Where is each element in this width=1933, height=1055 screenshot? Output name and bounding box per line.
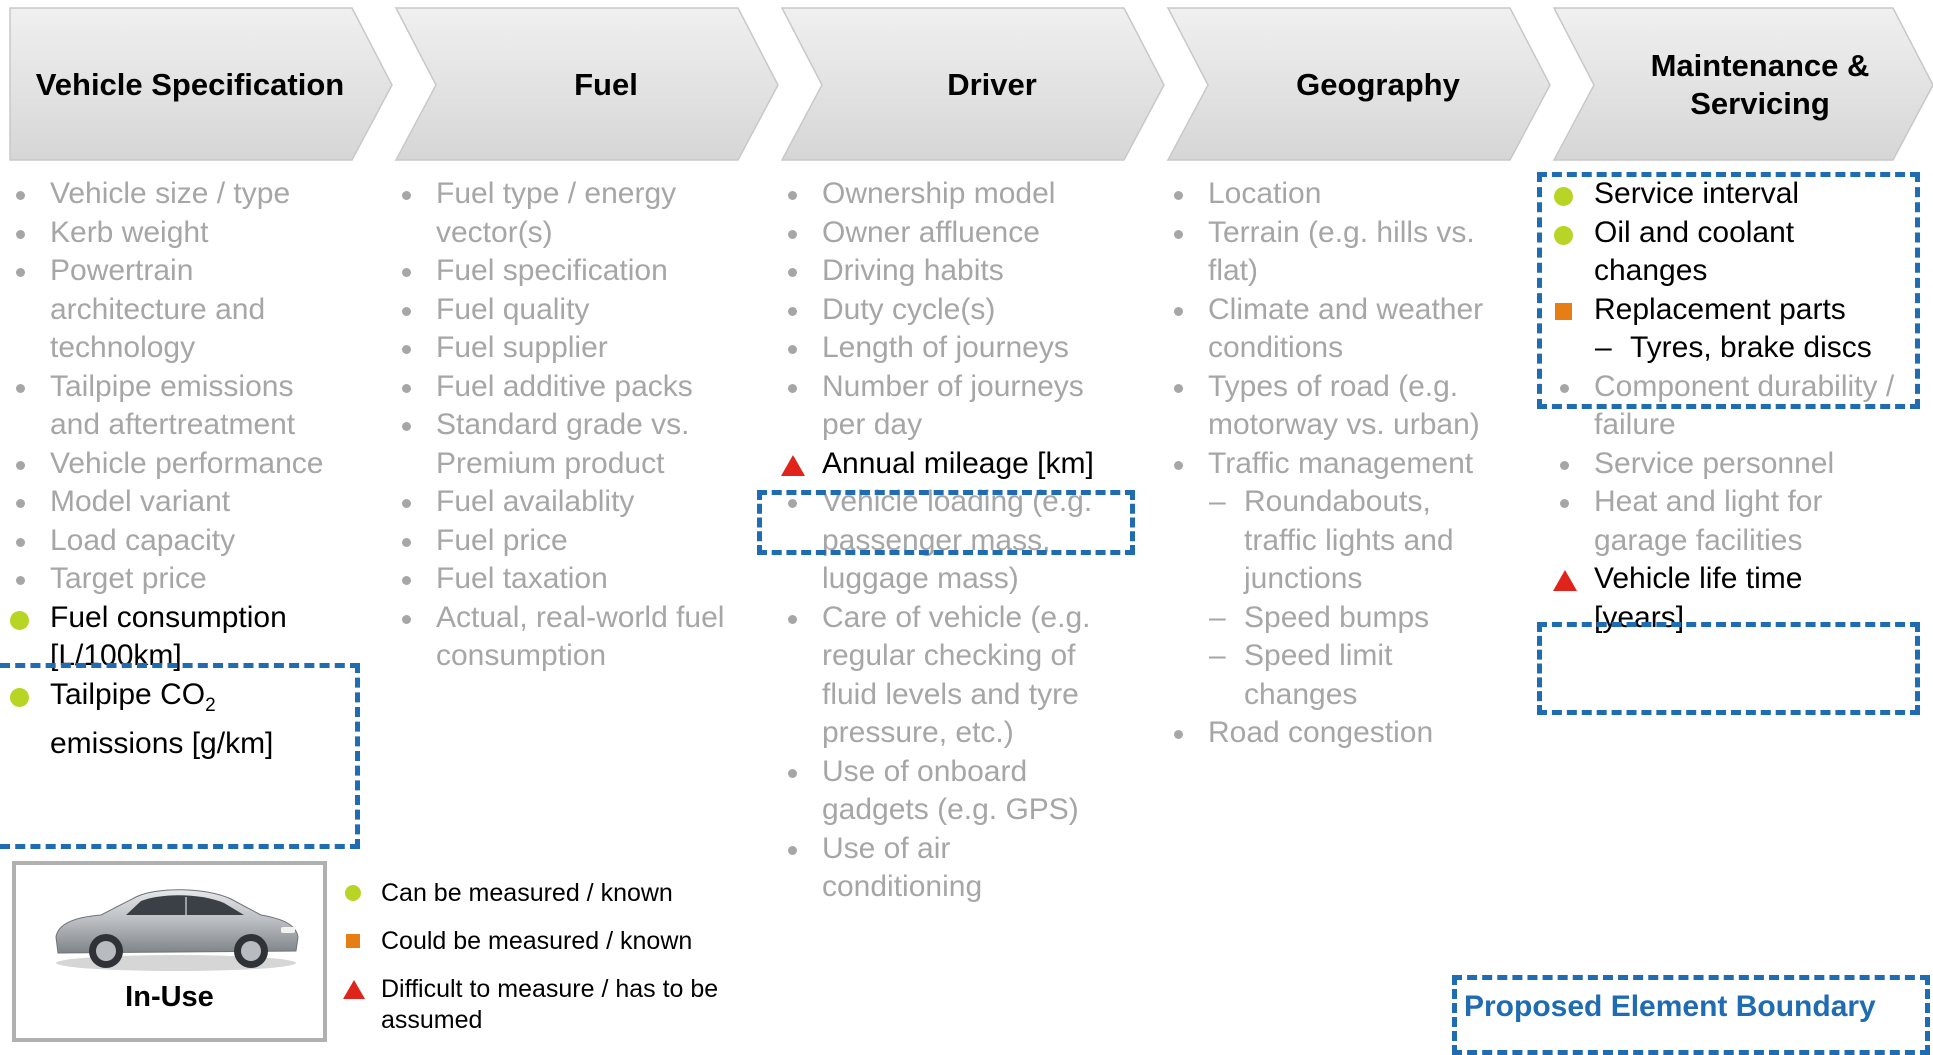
- legend-item-orange: Could be measured / known: [345, 926, 761, 957]
- list-item: Kerb weight: [10, 214, 350, 253]
- list-item: Owner affluence: [782, 214, 1132, 253]
- process-chevrons: [9, 7, 1933, 161]
- geography-list: Location Terrain (e.g. hills vs. flat) C…: [1168, 175, 1518, 753]
- annual-mileage-item: Annual mileage [km]: [781, 445, 1132, 484]
- orange-square-icon: [346, 934, 360, 948]
- list-item: Types of road (e.g. motorway vs. urban): [1168, 368, 1538, 445]
- header-geography: Geography: [1296, 67, 1460, 102]
- sub-list-item: –Roundabouts, traffic lights and junctio…: [1209, 485, 1454, 595]
- list-item: Fuel additive packs: [396, 368, 746, 407]
- replacement-parts-item: Replacement parts: [1554, 291, 1924, 330]
- list-item: Standard grade vs. Premium product: [396, 406, 756, 483]
- element-boundary-maintenance-bottom: [1537, 622, 1920, 715]
- header-fuel: Fuel: [574, 67, 638, 102]
- header-maintenance: Maintenance & Servicing: [1650, 48, 1870, 121]
- chevron-geography: [1166, 7, 1551, 161]
- red-triangle-icon: [343, 980, 365, 999]
- list-item: Duty cycle(s): [782, 291, 1132, 330]
- chevron-maintenance: [1552, 7, 1933, 161]
- in-use-label: In-Use: [125, 981, 214, 1013]
- list-item: Heat and light for garage facilities: [1554, 483, 1884, 560]
- maintenance-list: Service interval Oil and coolant changes…: [1553, 175, 1924, 637]
- chevron-fuel: [394, 7, 779, 161]
- list-item: Driving habits: [782, 252, 1132, 291]
- header-driver: Driver: [947, 67, 1037, 102]
- car-image: [55, 889, 299, 971]
- legend: Can be measured / known Could be measure…: [343, 878, 761, 1053]
- list-item: Terrain (e.g. hills vs. flat): [1168, 214, 1518, 291]
- fuel-list: Fuel type / energy vector(s) Fuel specif…: [396, 175, 746, 676]
- list-item: Ownership model: [782, 175, 1132, 214]
- sub-list-item: –Speed limit changes: [1209, 639, 1393, 711]
- list-item: Tailpipe emissions and aftertreatment: [10, 368, 340, 445]
- list-item: Model variant: [10, 483, 350, 522]
- tailpipe-co2-item: Tailpipe CO2 emissions [g/km]: [10, 676, 320, 764]
- list-item: Care of vehicle (e.g. regular checking o…: [782, 599, 1132, 753]
- list-item: Fuel availablity: [396, 483, 746, 522]
- element-boundary-maintenance-top: [1537, 172, 1920, 409]
- list-item: Location: [1168, 175, 1518, 214]
- list-item: Fuel taxation: [396, 560, 746, 599]
- list-item: Actual, real-world fuel consumption: [396, 599, 726, 676]
- list-item: Service personnel: [1554, 445, 1924, 484]
- sub-list-item: –Tyres, brake discs: [1595, 331, 1872, 364]
- vehicle-lifetime-item: Vehicle life time [years]: [1553, 560, 1844, 637]
- list-item: Vehicle size / type: [10, 175, 350, 214]
- list-item: Powertrain architecture and technology: [10, 252, 310, 368]
- list-item: Number of journeys per day: [782, 368, 1132, 445]
- list-item: Road congestion: [1168, 714, 1518, 753]
- list-item: Climate and weather conditions: [1168, 291, 1538, 368]
- sub-list-item: –Speed bumps: [1209, 600, 1430, 634]
- list-item: Length of journeys: [782, 329, 1132, 368]
- boundary-legend-label: Proposed Element Boundary: [1464, 990, 1876, 1023]
- vehicle-spec-list: Vehicle size / type Kerb weight Powertra…: [10, 175, 350, 764]
- oil-coolant-item: Oil and coolant changes: [1554, 214, 1854, 291]
- chevron-vehicle: [9, 7, 393, 161]
- element-boundary-driver: [757, 490, 1135, 555]
- list-item: Use of air conditioning: [782, 830, 1082, 907]
- list-item: Target price: [10, 560, 350, 599]
- list-item: Fuel price: [396, 522, 746, 561]
- list-item: Vehicle performance: [10, 445, 350, 484]
- list-item: Fuel quality: [396, 291, 746, 330]
- list-item: Fuel type / energy vector(s): [396, 175, 726, 252]
- list-item: Load capacity: [10, 522, 350, 561]
- list-item: Traffic management: [1168, 445, 1518, 484]
- green-circle-icon: [345, 885, 361, 901]
- element-boundary-vehicle: [0, 663, 360, 849]
- list-item: Fuel specification: [396, 252, 746, 291]
- list-item: Component durability / failure: [1554, 368, 1933, 445]
- list-item: Use of onboard gadgets (e.g. GPS): [782, 753, 1122, 830]
- legend-item-green: Can be measured / known: [345, 878, 761, 909]
- legend-item-red: Difficult to measure / has to be assumed: [343, 974, 761, 1036]
- in-use-image-box: In-Use: [12, 861, 327, 1042]
- chevron-driver: [780, 7, 1165, 161]
- header-vehicle-specification: Vehicle Specification: [35, 67, 345, 102]
- list-item: Fuel supplier: [396, 329, 746, 368]
- service-interval-item: Service interval: [1554, 175, 1924, 214]
